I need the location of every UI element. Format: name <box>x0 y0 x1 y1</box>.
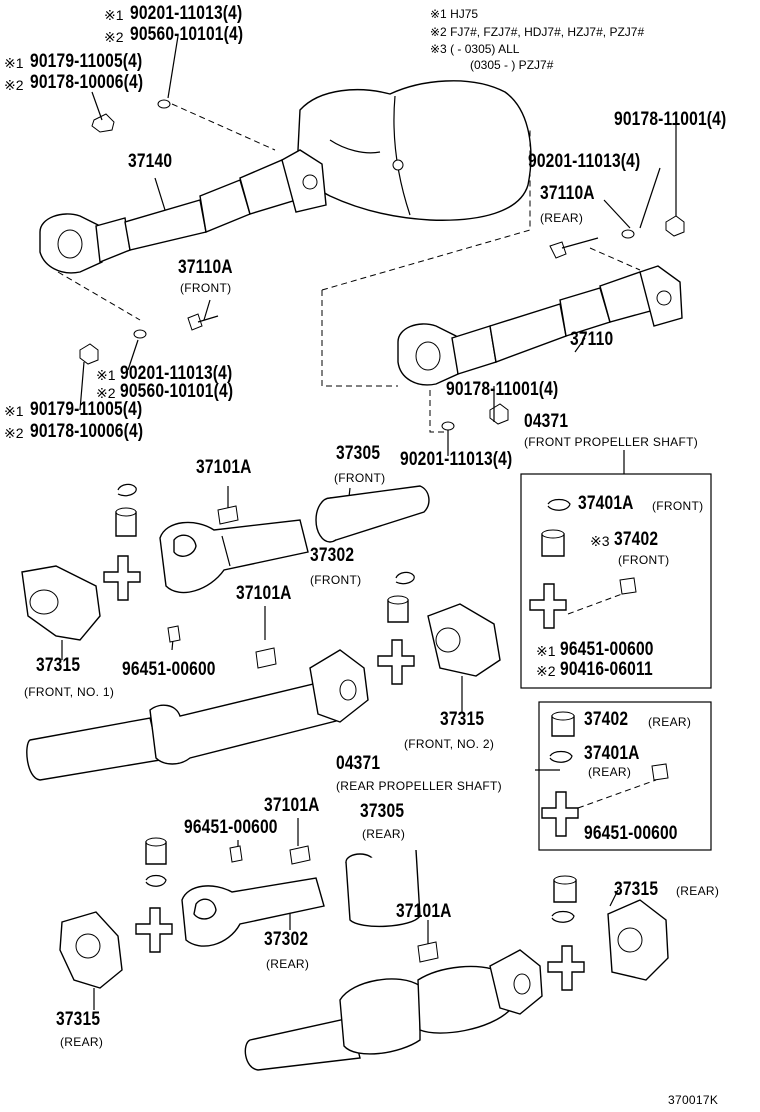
transmission-housing <box>297 80 532 221</box>
part-number-37110A-rear: 37110A <box>540 183 595 204</box>
part-number-37101A: 37101A <box>396 901 452 922</box>
mark-2: ※2 <box>104 29 124 45</box>
shaft-37140 <box>39 149 327 274</box>
part-number-04371-front: 04371 <box>524 411 569 432</box>
label-rear: (REAR) <box>676 884 720 898</box>
label-rear: (REAR) <box>60 1035 104 1049</box>
part-number-90560-10101: 90560-10101(4) <box>130 24 244 45</box>
label-front: (FRONT) <box>180 281 232 295</box>
mark-1: ※1 <box>4 403 24 419</box>
part-number-37305-front: 37305 <box>336 443 381 464</box>
part-number-96451-00600: 96451-00600 <box>584 823 678 844</box>
part-number-37302-rear: 37302 <box>264 929 309 950</box>
part-number-90201-11013: 90201-11013(4) <box>400 449 513 470</box>
figure-code: 370017K <box>668 1093 719 1107</box>
label-front-propeller-shaft: (FRONT PROPELLER SHAFT) <box>524 435 699 449</box>
part-number-37401A-front: 37401A <box>578 493 634 514</box>
label-front-no1: (FRONT, NO. 1) <box>24 685 115 699</box>
label-rear: (REAR) <box>648 715 692 729</box>
part-number-90201-11013: 90201-11013(4) <box>130 3 243 24</box>
part-number-37101A: 37101A <box>264 795 320 816</box>
label-front-no2: (FRONT, NO. 2) <box>404 737 495 751</box>
mark-2: ※2 <box>4 77 24 93</box>
part-number-90179-11005: 90179-11005(4) <box>30 399 143 420</box>
mark-1: ※1 <box>4 55 24 71</box>
part-number-90178-11001: 90178-11001(4) <box>446 379 559 400</box>
part-number-37315-front-no2: 37315 <box>440 709 485 730</box>
mark-2: ※2 <box>96 385 116 401</box>
note-1: ※1 HJ75 <box>430 7 479 21</box>
part-number-37315-front-no1: 37315 <box>36 655 81 676</box>
part-number-04371-rear: 04371 <box>336 753 381 774</box>
label-front: (FRONT) <box>310 573 362 587</box>
part-number-37402-front: 37402 <box>614 529 659 550</box>
note-3a: ※3 ( - 0305) ALL <box>430 42 520 56</box>
dashed-guides-upper <box>57 103 641 433</box>
mark-2: ※2 <box>536 663 556 679</box>
label-rear: (REAR) <box>362 827 406 841</box>
note-2: ※2 FJ7#, FZJ7#, HDJ7#, HZJ7#, PZJ7# <box>430 25 645 39</box>
mark-1: ※1 <box>104 7 124 23</box>
part-number-37140: 37140 <box>128 151 173 172</box>
part-number-90201-11013: 90201-11013(4) <box>120 363 233 384</box>
part-number-90178-10006: 90178-10006(4) <box>30 72 144 93</box>
part-number-90179-11005: 90179-11005(4) <box>30 51 143 72</box>
part-number-37402-rear: 37402 <box>584 709 629 730</box>
part-number-37110A-front: 37110A <box>178 257 233 278</box>
shaft-37110 <box>397 265 683 386</box>
part-number-96451-00600: 96451-00600 <box>122 659 216 680</box>
label-front: (FRONT) <box>652 499 704 513</box>
label-front: (FRONT) <box>334 471 386 485</box>
label-rear-propeller-shaft: (REAR PROPELLER SHAFT) <box>336 779 502 793</box>
part-number-90201-11013: 90201-11013(4) <box>528 151 641 172</box>
mark-1: ※1 <box>536 643 556 659</box>
part-number-37315-rear: 37315 <box>56 1009 101 1030</box>
part-number-37110: 37110 <box>570 329 614 350</box>
part-number-37305-rear: 37305 <box>360 801 405 822</box>
mark-1: ※1 <box>96 367 116 383</box>
label-front: (FRONT) <box>618 553 670 567</box>
part-number-90416-06011: 90416-06011 <box>560 659 653 680</box>
part-number-37401A-rear: 37401A <box>584 743 640 764</box>
part-number-90178-11001: 90178-11001(4) <box>614 109 727 130</box>
part-number-37101A: 37101A <box>236 583 292 604</box>
label-rear: (REAR) <box>540 211 584 225</box>
label-rear: (REAR) <box>588 765 632 779</box>
label-rear: (REAR) <box>266 957 310 971</box>
part-number-96451-00600: 96451-00600 <box>184 817 278 838</box>
rear-propeller-shaft-parts <box>59 711 669 1071</box>
part-number-90178-10006: 90178-10006(4) <box>30 421 144 442</box>
kit-boxes <box>520 473 712 851</box>
leader-lines <box>61 35 677 1010</box>
note-3b: (0305 - ) PZJ7# <box>470 58 554 72</box>
part-number-37302-front: 37302 <box>310 545 355 566</box>
part-number-96451-00600: 96451-00600 <box>560 639 654 660</box>
part-number-37101A: 37101A <box>196 457 252 478</box>
part-number-37315-rear: 37315 <box>614 879 659 900</box>
part-number-90560-10101: 90560-10101(4) <box>120 381 234 402</box>
front-propeller-shaft-parts <box>21 483 637 781</box>
mark-2: ※2 <box>4 425 24 441</box>
mark-3: ※3 <box>590 533 610 549</box>
